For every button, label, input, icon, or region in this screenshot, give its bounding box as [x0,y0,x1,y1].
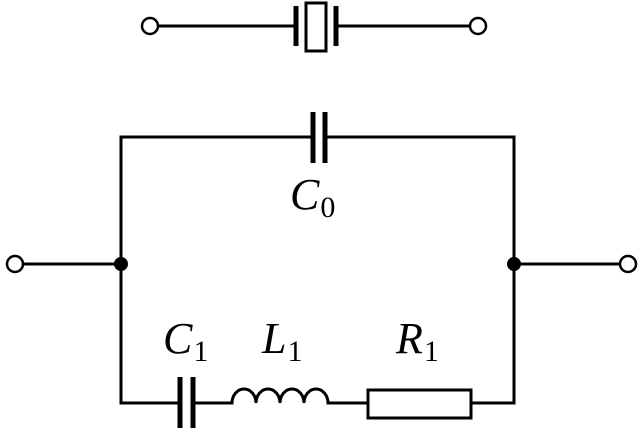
crystal-right-terminal [468,16,488,36]
right-terminal [618,254,638,274]
right-junction-dot [507,257,521,271]
equivalent-circuit [5,112,638,428]
label-c0-sub: 0 [320,191,335,224]
label-l1-sub: 1 [287,335,302,368]
crystal-symbol [140,1,488,53]
label-r1: R1 [395,314,439,368]
inductor-l1-coil [230,387,330,405]
crystal-body [304,1,328,53]
resistor-r1 [366,388,473,420]
label-c0-main: C [290,170,320,219]
left-terminal [5,254,25,274]
label-l1: L1 [261,314,302,368]
crystal-left-terminal [140,16,160,36]
label-r1-sub: 1 [424,335,439,368]
label-c0: C0 [290,170,335,224]
label-c1-sub: 1 [193,335,208,368]
label-c1: C1 [163,314,208,368]
label-r1-main: R [395,314,423,363]
left-junction-dot [114,257,128,271]
label-l1-main: L [261,314,286,363]
label-c1-main: C [163,314,193,363]
